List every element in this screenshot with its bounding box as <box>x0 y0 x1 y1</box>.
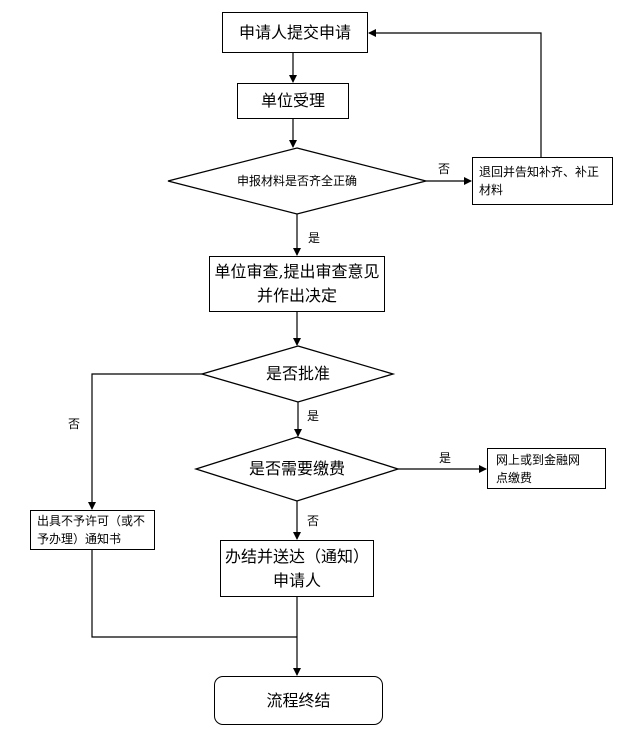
node-unit-acceptance: 单位受理 <box>237 83 349 119</box>
node-unit-review: 单位审查,提出审查意见 并作出决定 <box>209 256 385 312</box>
node-deny-notice: 出具不予许可（或不 予办理）通知书 <box>30 510 155 550</box>
edge-label-fee-no: 否 <box>307 514 320 528</box>
node-submit-application-label: 申请人提交申请 <box>238 22 351 42</box>
node-deny-notice-line2: 予办理）通知书 <box>37 532 122 546</box>
decision-fee-label: 是否需要缴费 <box>248 459 346 478</box>
node-return-supplement: 退回并告知补齐、补正材料 <box>472 157 613 205</box>
node-online-payment-line1: 网上或到金融网 <box>496 452 581 467</box>
node-deliver-notify-line1: 办结并送达（通知） <box>224 546 369 566</box>
edge-return-submit <box>368 29 542 157</box>
edge-label-fee-yes: 是 <box>439 451 452 465</box>
edge-label-materials-no: 否 <box>438 162 451 176</box>
node-online-payment: 网上或到金融网 点缴费 <box>487 448 606 489</box>
edge-label-materials-yes: 是 <box>308 231 321 245</box>
edge-label-approve-no: 否 <box>68 417 81 431</box>
edge-deny-merge <box>91 550 297 638</box>
node-return-supplement-label: 退回并告知补齐、补正材料 <box>479 165 600 197</box>
node-process-end: 流程终结 <box>214 676 383 725</box>
edge-label-approve-yes: 是 <box>307 409 320 423</box>
edge-approve-deny-no <box>88 373 202 510</box>
node-unit-review-line2: 并作出决定 <box>256 286 337 305</box>
node-deliver-notify: 办结并送达（通知） 申请人 <box>220 540 374 597</box>
node-deliver-notify-line2: 申请人 <box>272 570 321 590</box>
node-submit-application: 申请人提交申请 <box>222 12 368 53</box>
node-unit-acceptance-label: 单位受理 <box>260 91 325 110</box>
node-online-payment-line2: 点缴费 <box>496 470 533 485</box>
decision-approve-label: 是否批准 <box>265 364 331 383</box>
node-process-end-label: 流程终结 <box>266 690 331 710</box>
node-deny-notice-line1: 出具不予许可（或不 <box>37 514 146 528</box>
decision-materials-label: 申报材料是否齐全正确 <box>236 174 358 188</box>
node-unit-review-line1: 单位审查,提出审查意见 <box>214 262 380 281</box>
